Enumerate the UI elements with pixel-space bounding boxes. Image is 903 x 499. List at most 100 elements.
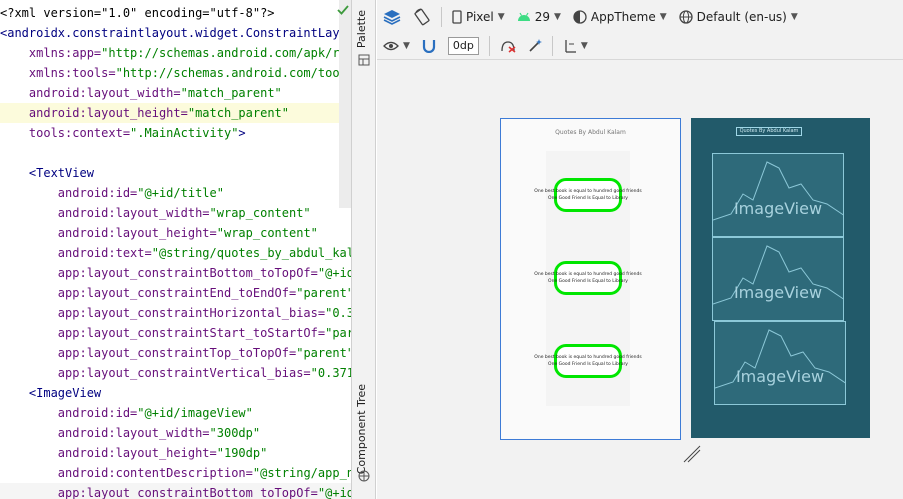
theme-label: AppTheme [590, 10, 656, 24]
code-token: <?xml version="1.0" encoding="utf-8"?> [0, 6, 275, 20]
code-line[interactable]: app:layout_constraintVertical_bias="0.37… [0, 363, 351, 383]
code-token: "parent" [296, 286, 351, 300]
code-line[interactable]: app:layout_constraintStart_toStartOf="pa… [0, 323, 351, 343]
code-line[interactable]: android:contentDescription="@string/app_… [0, 463, 351, 483]
code-token: "@+id/imageView" [137, 406, 253, 420]
code-line[interactable]: android:layout_height="wrap_content" [0, 223, 351, 243]
code-line[interactable]: <ImageView [0, 383, 351, 403]
code-line[interactable]: tools:context=".MainActivity"> [0, 123, 351, 143]
designer-toolbar: Pixel ▼ 29 ▼ AppTheme ▼ [377, 2, 903, 32]
code-line[interactable]: android:layout_width="300dp" [0, 423, 351, 443]
code-line[interactable]: android:layout_height="match_parent" [0, 103, 351, 123]
orientation-button[interactable] [407, 5, 437, 29]
guidelines-button[interactable]: ▼ [557, 34, 594, 58]
palette-tab[interactable]: Palette [355, 10, 368, 49]
chevron-down-icon: ▼ [790, 12, 798, 22]
code-token: tools:context= [0, 126, 131, 140]
editor-scrollbar[interactable] [339, 0, 351, 208]
code-line[interactable]: android:id="@+id/title" [0, 183, 351, 203]
quote-image-2[interactable]: One best book is equal to hundred good f… [534, 261, 642, 295]
check-icon [337, 5, 349, 15]
resize-handle-icon[interactable] [683, 445, 701, 463]
component-tree-tab[interactable]: Component Tree [355, 384, 368, 475]
quote-image-1[interactable]: One best book is equal to hundred good f… [534, 178, 642, 212]
code-token: "@+id [317, 486, 351, 499]
device-selector[interactable]: Pixel ▼ [446, 5, 511, 29]
chevron-down-icon: ▼ [580, 40, 588, 51]
quote-image-3[interactable]: One best book is equal to hundred good f… [534, 344, 642, 378]
code-editor[interactable]: <?xml version="1.0" encoding="utf-8"?> <a… [0, 0, 351, 499]
theme-icon [573, 10, 587, 24]
code-token: app:layout_constraintEnd_toEndOf= [0, 286, 297, 300]
code-token: xmlns:tools= [0, 66, 116, 80]
quote-line-1: One best book is equal to hundred good f… [534, 189, 642, 194]
palette-icon[interactable] [358, 54, 370, 66]
code-line[interactable]: xmlns:tools="http://schemas.android.com/… [0, 63, 351, 83]
chevron-down-icon: ▼ [553, 12, 561, 22]
locale-selector[interactable]: Default (en-us) ▼ [673, 5, 804, 29]
component-tree-icon[interactable] [358, 470, 370, 482]
quote-line-2: One Good Friend Is Equal to Library [548, 362, 628, 367]
autoconnect-button[interactable] [416, 34, 442, 58]
code-line[interactable]: android:id="@+id/imageView" [0, 403, 351, 423]
code-token: app:layout_constraintTop_toTopOf= [0, 346, 297, 360]
clear-constraints-button[interactable] [494, 34, 522, 58]
design-title-text[interactable]: Quotes By Abdul Kalam [555, 129, 626, 136]
code-line[interactable]: <?xml version="1.0" encoding="utf-8"?> [0, 3, 351, 23]
code-token: <TextView [0, 166, 94, 180]
blueprint-image-view-3[interactable]: ImageView [714, 321, 846, 405]
image-view-label: ImageView [733, 283, 823, 302]
code-token: android:layout_width= [0, 426, 210, 440]
code-token: "190dp" [216, 446, 268, 460]
guidelines-icon [565, 39, 576, 53]
code-line[interactable]: xmlns:app="http://schemas.android.com/ap… [0, 43, 351, 63]
code-line[interactable]: app:layout_constraintTop_toTopOf="parent… [0, 343, 351, 363]
layers-icon [383, 10, 401, 25]
image-view-label: ImageView [735, 367, 825, 386]
code-line[interactable]: <androidx.constraintlayout.widget.Constr… [0, 23, 351, 43]
toolbar-separator [488, 35, 490, 56]
blueprint-preview-frame[interactable]: Quotes By Abdul Kalam ImageView ImageVie… [691, 118, 870, 438]
eye-icon [383, 41, 399, 50]
theme-selector[interactable]: AppTheme ▼ [567, 5, 673, 29]
design-surface-button[interactable] [377, 5, 407, 29]
code-token: android:layout_width= [0, 86, 181, 100]
image-placeholder-icon [715, 329, 845, 389]
code-line[interactable]: app:layout_constraintHorizontal_bias="0.… [0, 303, 351, 323]
design-preview-frame[interactable]: Quotes By Abdul Kalam One best book is e… [500, 118, 681, 440]
api-level-selector[interactable]: 29 ▼ [511, 5, 567, 29]
locale-label: Default (en-us) [696, 10, 787, 24]
image-placeholder-icon [713, 245, 843, 305]
quote-line-2: One Good Friend Is Equal to Library [548, 279, 628, 284]
side-tool-strip: Palette Component Tree [351, 0, 376, 499]
blueprint-image-view-2[interactable]: ImageView [712, 237, 844, 321]
code-line[interactable]: android:text="@string/quotes_by_abdul_ka… [0, 243, 351, 263]
quote-line-1: One best book is equal to hundred good f… [534, 272, 642, 277]
clear-constraints-icon [501, 40, 516, 53]
default-margin-field[interactable]: 0dp [442, 34, 485, 58]
code-line[interactable] [0, 143, 351, 163]
code-token: android:layout_height= [0, 226, 217, 240]
code-token: "@+id/title" [137, 186, 224, 200]
design-canvas[interactable]: Quotes By Abdul Kalam One best book is e… [377, 61, 903, 499]
code-token: app:layout_constraintHorizontal_bias= [0, 306, 326, 320]
code-line[interactable]: android:layout_width="wrap_content" [0, 203, 351, 223]
quote-line-1: One best book is equal to hundred good f… [534, 355, 642, 360]
code-line[interactable]: app:layout_constraintBottom_toTopOf="@+i… [0, 263, 351, 283]
device-label: Pixel [466, 10, 494, 24]
code-token: "http://schemas.android.com/tools [115, 66, 351, 80]
code-token: xmlns:app= [0, 46, 102, 60]
image-view-label: ImageView [733, 199, 823, 218]
code-token: "http://schemas.android.com/apk/res [101, 46, 351, 60]
view-options-button[interactable]: ▼ [377, 34, 416, 58]
blueprint-title-text[interactable]: Quotes By Abdul Kalam [736, 127, 802, 136]
code-token: "match_parent" [187, 106, 289, 120]
code-token: app:layout_constraintVertical_bias= [0, 366, 311, 380]
code-line[interactable]: android:layout_height="190dp" [0, 443, 351, 463]
code-line[interactable]: app:layout_constraintEnd_toEndOf="parent… [0, 283, 351, 303]
infer-constraints-button[interactable] [522, 34, 548, 58]
code-line[interactable]: android:layout_width="match_parent" [0, 83, 351, 103]
blueprint-image-view-1[interactable]: ImageView [712, 153, 844, 237]
code-line[interactable]: app:layout_constraintBottom_toTopOf="@+i… [0, 483, 351, 499]
code-line[interactable]: <TextView [0, 163, 351, 183]
